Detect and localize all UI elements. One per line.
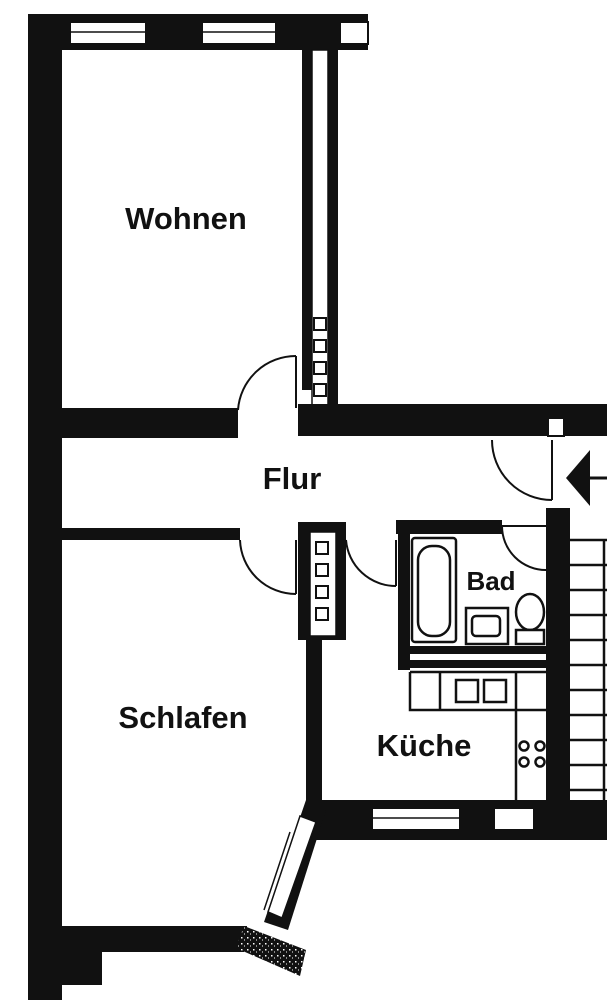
kueche-walls: [306, 636, 607, 840]
room-label-schlafen: Schlafen: [118, 700, 247, 735]
bad-walls: [396, 520, 552, 670]
room-label-wohnen: Wohnen: [125, 201, 247, 236]
entrance-arrow-icon: [566, 450, 607, 506]
room-label-flur: Flur: [263, 461, 322, 496]
wohnen-door: [237, 354, 297, 411]
staircase: [546, 508, 607, 808]
wohnen-walls: [62, 49, 607, 438]
room-label-kueche: Küche: [377, 728, 472, 763]
bay-window: [236, 800, 326, 976]
top-windows: [69, 21, 369, 45]
room-label-bad: Bad: [466, 566, 515, 596]
exterior-walls: [28, 14, 368, 1000]
flur-walls: [62, 439, 553, 640]
